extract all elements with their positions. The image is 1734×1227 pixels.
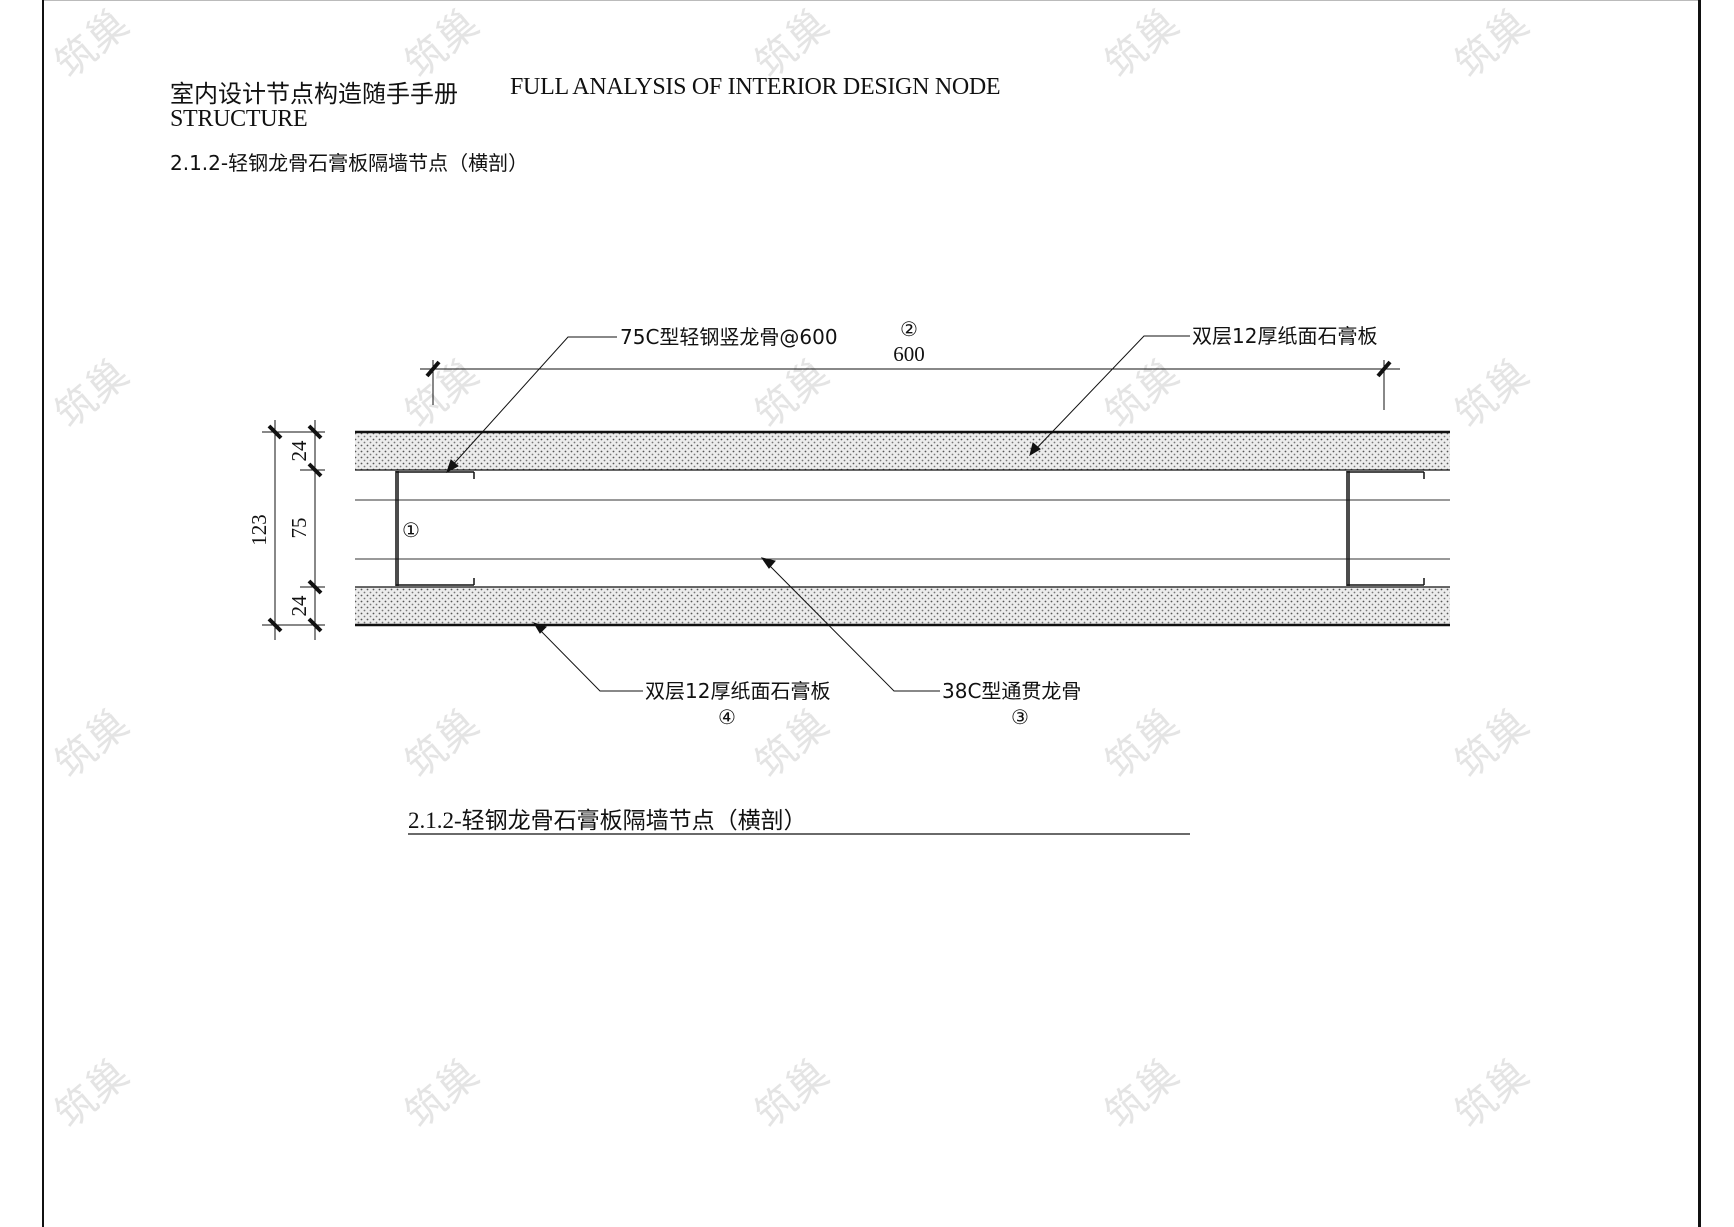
sheet-frame-left — [42, 0, 44, 1227]
drawing-caption: 2.1.2-轻钢龙骨石膏板隔墙节点（横剖） — [408, 808, 807, 833]
gypsum-board-top — [355, 432, 1450, 470]
callout-label-channel: 38C型通贯龙骨 — [942, 679, 1081, 703]
watermark-stamp: 筑巢 — [397, 351, 488, 438]
leader-stud — [446, 336, 617, 474]
watermark-stamp: 筑巢 — [397, 1051, 488, 1138]
callout-number-stud: ① — [402, 518, 420, 542]
dimension-bottom-board: 24 — [287, 595, 311, 617]
header-title-en-line1: FULL ANALYSIS OF INTERIOR DESIGN NODE — [510, 74, 1001, 100]
watermark-stamp: 筑巢 — [747, 351, 838, 438]
leader-board-top — [1029, 335, 1190, 457]
dimension-top-span-value: 600 — [893, 342, 925, 366]
stud-right — [1346, 471, 1425, 586]
watermark-stamp: 筑巢 — [1097, 1, 1188, 88]
watermark-stamp: 筑巢 — [397, 1, 488, 88]
watermark-stamp: 筑巢 — [1097, 701, 1188, 788]
header-title-en-line2: STRUCTURE — [170, 106, 308, 132]
leader-channel — [760, 557, 940, 692]
watermark-stamp: 筑巢 — [1097, 351, 1188, 438]
watermark-stamp: 筑巢 — [1447, 351, 1538, 438]
dimension-total-thickness: 123 — [247, 514, 271, 546]
leader-board-bottom — [532, 622, 643, 692]
callout-number-channel: ③ — [1011, 705, 1029, 729]
callout-label-board-bottom: 双层12厚纸面石膏板 — [645, 679, 830, 703]
watermark-stamp: 筑巢 — [1097, 1051, 1188, 1138]
sheet-frame-right — [1698, 0, 1701, 1227]
watermark-stamp: 筑巢 — [47, 1051, 138, 1138]
dimension-left-chain — [262, 420, 325, 640]
header-subtitle: 2.1.2-轻钢龙骨石膏板隔墙节点（横剖） — [170, 151, 529, 175]
stud-left — [395, 471, 475, 586]
gypsum-board-bottom — [355, 587, 1450, 625]
callout-label-stud: 75C型轻钢竖龙骨@600 — [620, 325, 838, 349]
dimension-cavity: 75 — [287, 518, 311, 539]
sheet-frame-top — [42, 0, 1701, 1]
watermark-layer: 筑巢筑巢筑巢筑巢筑巢筑巢筑巢筑巢筑巢筑巢筑巢筑巢筑巢筑巢筑巢筑巢筑巢筑巢筑巢筑巢 — [47, 1, 1538, 1138]
dimension-top-span — [420, 360, 1400, 410]
watermark-stamp: 筑巢 — [747, 1051, 838, 1138]
callout-number-board-bottom: ④ — [718, 705, 736, 729]
watermark-stamp: 筑巢 — [47, 701, 138, 788]
watermark-stamp: 筑巢 — [47, 351, 138, 438]
callout-label-board-top: 双层12厚纸面石膏板 — [1192, 324, 1377, 348]
watermark-stamp: 筑巢 — [397, 701, 488, 788]
callout-number-span: ② — [900, 317, 918, 341]
watermark-stamp: 筑巢 — [747, 701, 838, 788]
watermark-stamp: 筑巢 — [747, 1, 838, 88]
watermark-stamp: 筑巢 — [1447, 1, 1538, 88]
header-title-cn: 室内设计节点构造随手手册 — [170, 80, 458, 108]
watermark-stamp: 筑巢 — [47, 1, 138, 88]
watermark-stamp: 筑巢 — [1447, 1051, 1538, 1138]
watermark-stamp: 筑巢 — [1447, 701, 1538, 788]
dimension-top-board: 24 — [287, 440, 311, 462]
